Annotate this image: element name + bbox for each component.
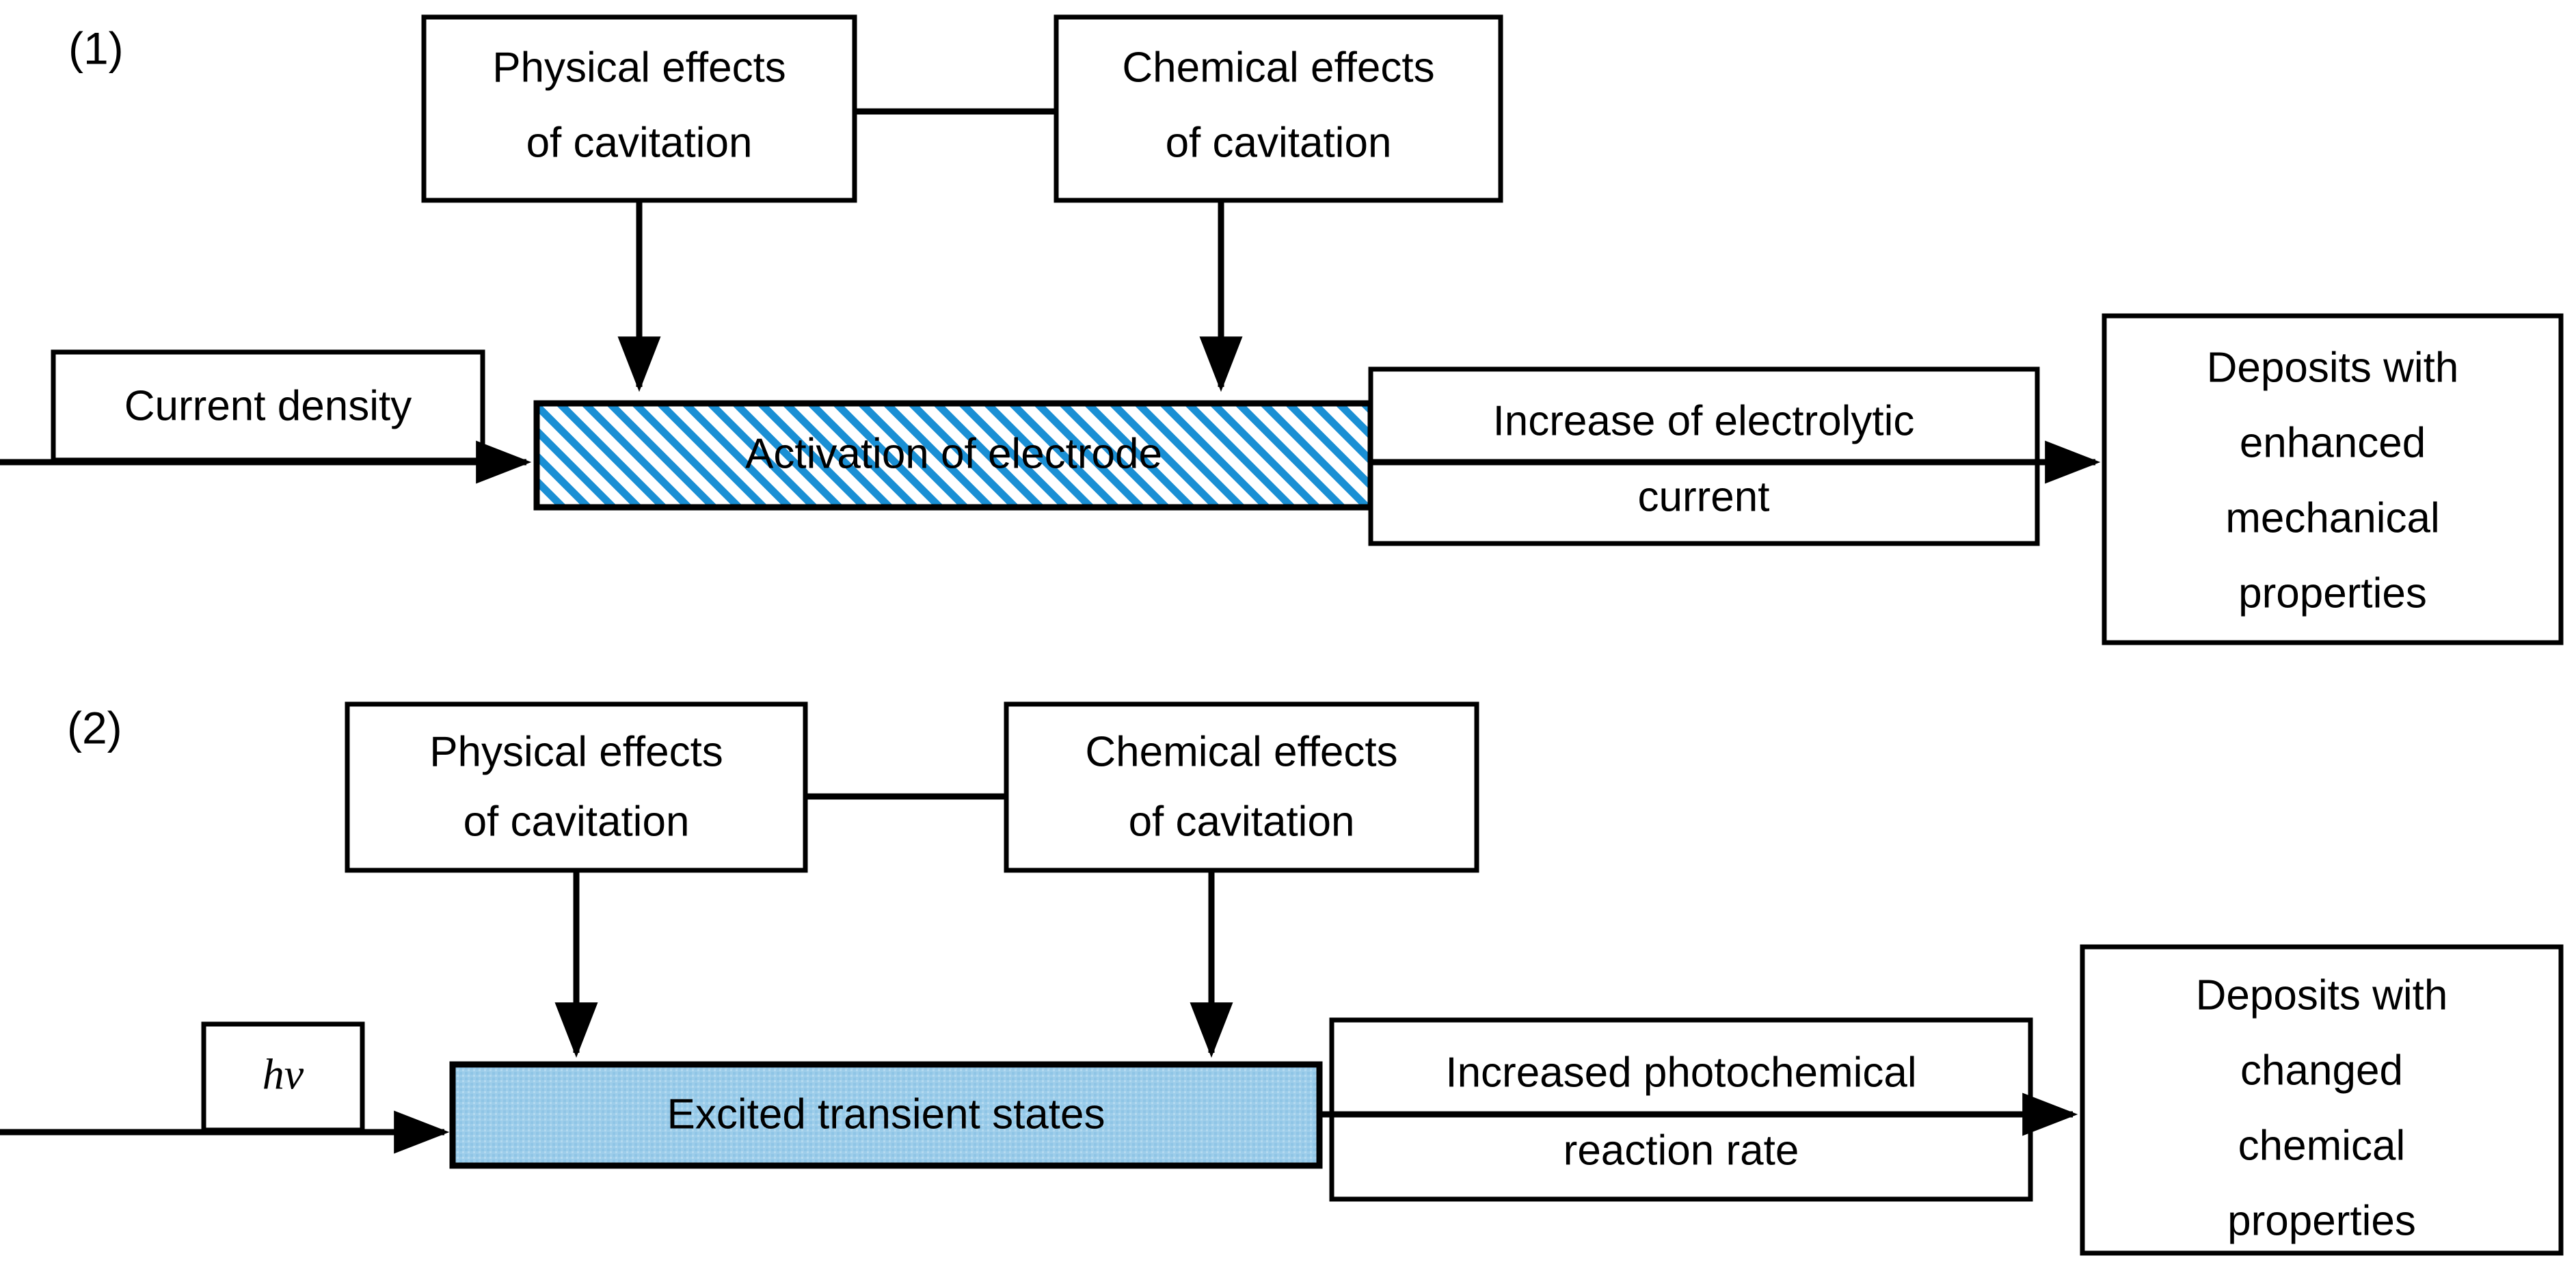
panel-2-chemical-effects-line1: Chemical effects: [1085, 728, 1397, 775]
panel-1-current-density-box[interactable]: [51, 349, 485, 463]
panel-1-activation-of-electrode-label: Activation of electrode: [745, 430, 1162, 477]
panel-2-deposits-line3: chemical: [2238, 1122, 2406, 1169]
panel-2-deposits-line4: properties: [2227, 1197, 2416, 1244]
panel-1-deposits-line1: Deposits with: [2207, 344, 2459, 391]
panel-1-deposits-line2: enhanced: [2240, 419, 2426, 466]
panel-2-deposits-box[interactable]: [2080, 944, 2564, 1256]
panel-1-chemical-effects-line1: Chemical effects: [1122, 44, 1434, 91]
panel-1-increase-current-line2: current: [1638, 473, 1770, 520]
panel-2-excited-transient-states-box[interactable]: [449, 1061, 1323, 1169]
panel-1-current-density-label: Current density: [124, 382, 412, 429]
panel-2-physical-effects-line1: Physical effects: [429, 728, 723, 775]
panel-1-deposits-box[interactable]: [2102, 313, 2564, 645]
panel-2-increased-photochemical-line2: reaction rate: [1564, 1127, 1799, 1174]
panel-1-chemical-effects-line2: of cavitation: [1166, 119, 1392, 166]
panel-1-deposits-line3: mechanical: [2225, 494, 2440, 541]
panel-1-deposits-line4: properties: [2238, 569, 2427, 617]
panel-2-chemical-effects-box[interactable]: [1004, 701, 1479, 873]
panel-2-physical-effects-line2: of cavitation: [464, 798, 690, 845]
panel-2-deposits-line2: changed: [2240, 1047, 2403, 1094]
panel-1-increase-current-line1: Increase of electrolytic: [1493, 397, 1915, 444]
panel-1-physical-effects-line1: Physical effects: [492, 44, 786, 91]
panel-2-label: (2): [67, 702, 122, 753]
panel-2-increased-photochemical-line1: Increased photochemical: [1445, 1049, 1916, 1096]
panel-2-physical-effects-box[interactable]: [345, 701, 808, 873]
panel-1-chemical-effects-box[interactable]: [1054, 14, 1503, 203]
panel-1-group: (1) Physical effects of cavitation Chemi…: [0, 14, 2564, 645]
panel-2-group: (2) Physical effects of cavitation Chemi…: [0, 701, 2564, 1256]
panel-1-increase-current-box[interactable]: [1368, 366, 2040, 546]
panel-2-excited-transient-states-label: Excited transient states: [667, 1090, 1105, 1138]
panel-1-activation-of-electrode-box[interactable]: [533, 400, 1374, 511]
panel-1-physical-effects-line2: of cavitation: [526, 119, 753, 166]
panel-2-hv-label: hv: [263, 1050, 304, 1099]
panel-2-increased-photochemical-box[interactable]: [1329, 1017, 2033, 1202]
panel-2-chemical-effects-line2: of cavitation: [1129, 798, 1355, 845]
panel-2-deposits-line1: Deposits with: [2196, 971, 2448, 1019]
panel-1-label: (1): [68, 23, 124, 73]
